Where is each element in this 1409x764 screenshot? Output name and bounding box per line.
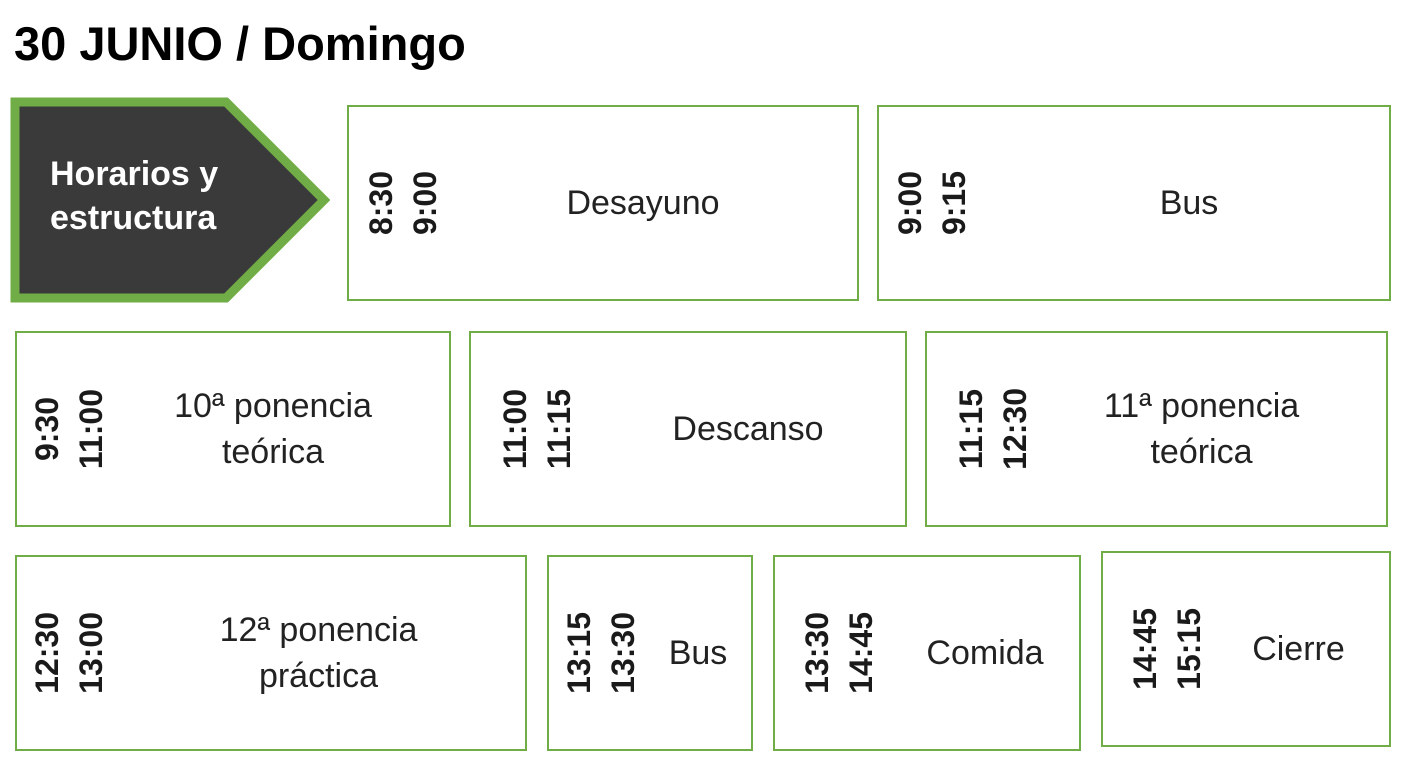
- schedule-slot: 8:30 9:00 Desayuno: [347, 105, 859, 301]
- schedule-slot: 12:30 13:00 12ª ponencia práctica: [15, 555, 527, 751]
- slot-end-time: 15:15: [1171, 608, 1207, 690]
- page-title: 30 JUNIO / Domingo: [14, 17, 466, 70]
- slot-label: Desayuno: [566, 184, 720, 222]
- slot-label: Bus: [668, 634, 728, 672]
- slot-start-time: 8:30: [363, 170, 399, 236]
- slot-start-time: 14:45: [1127, 608, 1163, 690]
- pentagon-arrow-shape: [10, 97, 330, 303]
- schedule-slot: 11:15 12:30 11ª ponencia teórica: [925, 331, 1388, 527]
- slot-start-time: 11:15: [953, 388, 989, 470]
- header-label: Horarios y estructura: [50, 155, 219, 237]
- slot-end-time: 13:30: [605, 612, 641, 694]
- slot-start-time: 11:00: [497, 388, 533, 470]
- slot-start-time: 13:15: [561, 612, 597, 694]
- slot-label: 11ª ponencia teórica: [1103, 387, 1300, 471]
- slot-start-time: 9:00: [892, 170, 928, 236]
- schedule-slot: 9:00 9:15 Bus: [877, 105, 1391, 301]
- slot-label: 12ª ponencia práctica: [219, 611, 418, 695]
- slot-label: 10ª ponencia teórica: [174, 387, 372, 471]
- slot-end-time: 11:15: [541, 388, 577, 470]
- slot-label: Cierre: [1252, 630, 1345, 668]
- slot-end-time: 11:00: [73, 388, 109, 470]
- slot-start-time: 13:30: [799, 612, 835, 694]
- slot-start-time: 9:30: [29, 396, 65, 462]
- slot-end-time: 9:15: [936, 170, 972, 236]
- slot-label: Bus: [1159, 184, 1219, 222]
- slot-end-time: 14:45: [843, 612, 879, 694]
- schedule-slot: 14:45 15:15 Cierre: [1101, 551, 1391, 747]
- slot-label: Comida: [926, 634, 1044, 672]
- schedule-slot: 11:00 11:15 Descanso: [469, 331, 907, 527]
- schedule-slot: 13:30 14:45 Comida: [773, 555, 1081, 751]
- slot-start-time: 12:30: [29, 612, 65, 694]
- slot-end-time: 13:00: [73, 612, 109, 694]
- schedule-slot: 9:30 11:00 10ª ponencia teórica: [15, 331, 451, 527]
- slot-end-time: 9:00: [407, 170, 443, 236]
- slot-label: Descanso: [672, 410, 824, 448]
- header-pentagon-banner: Horarios y estructura: [10, 97, 330, 303]
- slot-end-time: 12:30: [997, 388, 1033, 470]
- schedule-slot: 13:15 13:30 Bus: [547, 555, 753, 751]
